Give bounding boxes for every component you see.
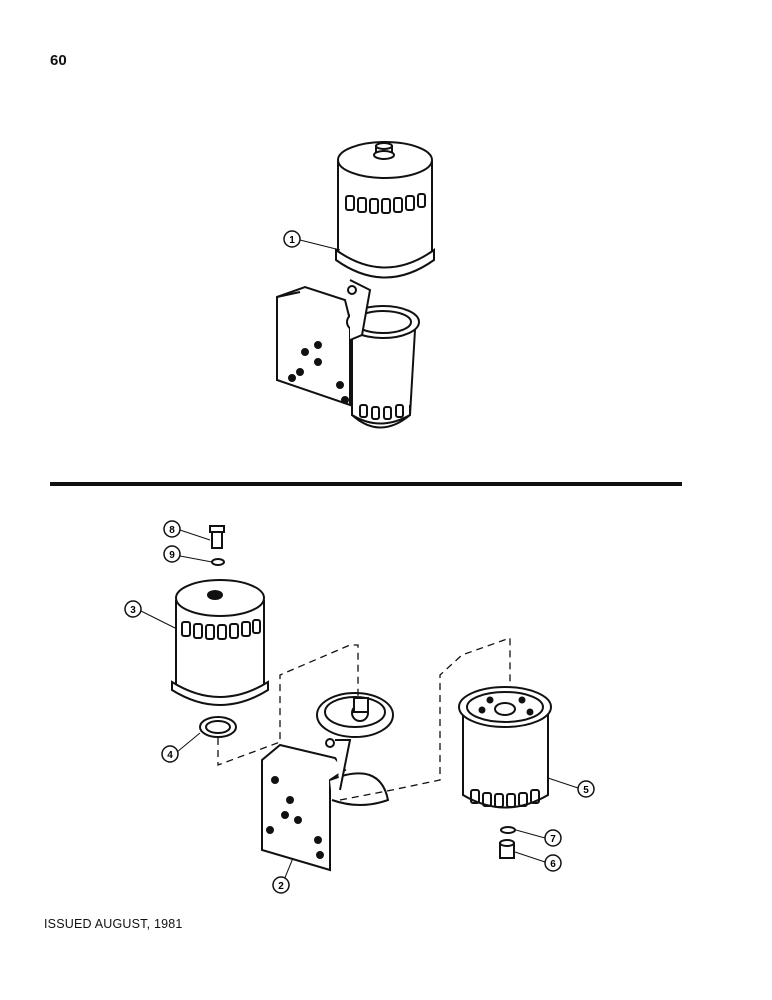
leader-lines	[140, 239, 579, 881]
callout-9: 9	[163, 545, 181, 563]
callout-4: 4	[161, 745, 179, 763]
callout-6: 6	[544, 854, 562, 872]
exploded-view-drawing	[171, 525, 552, 872]
callout-5: 5	[577, 780, 595, 798]
svg-text:2: 2	[278, 881, 284, 892]
callout-7: 7	[544, 829, 562, 847]
callout-1: 1	[283, 230, 301, 248]
svg-text:8: 8	[169, 525, 175, 536]
svg-text:1: 1	[289, 235, 295, 246]
svg-text:6: 6	[550, 859, 556, 870]
svg-text:9: 9	[169, 550, 175, 561]
issued-date: ISSUED AUGUST, 1981	[44, 917, 183, 931]
page-number: 60	[50, 52, 67, 69]
callout-8: 8	[163, 520, 181, 538]
svg-text:4: 4	[167, 750, 173, 761]
svg-text:3: 3	[130, 605, 136, 616]
callout-3: 3	[124, 600, 142, 618]
svg-text:7: 7	[550, 834, 556, 845]
callout-2: 2	[272, 876, 290, 894]
assembly-dashed-lines	[217, 637, 511, 801]
svg-text:5: 5	[583, 785, 589, 796]
assembled-filter-drawing	[276, 141, 435, 429]
